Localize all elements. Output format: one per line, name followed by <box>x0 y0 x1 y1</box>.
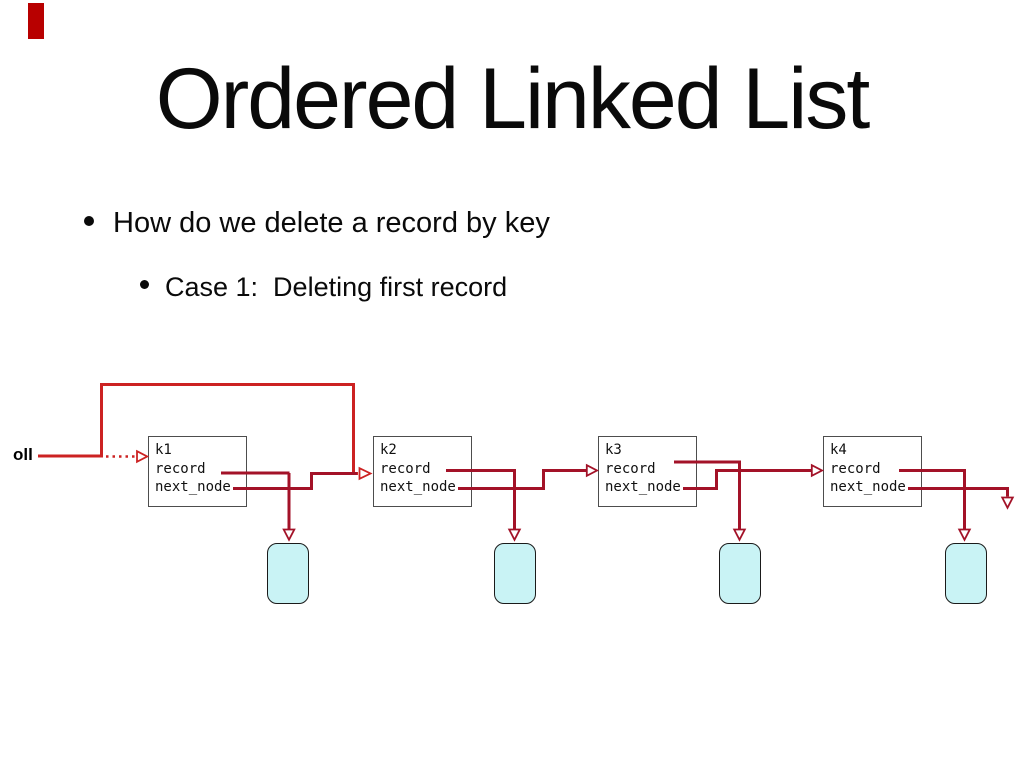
k3-next-pointer <box>683 469 811 490</box>
node-next-field: next_node <box>605 479 681 495</box>
record-data-blob-k2 <box>494 543 536 604</box>
node-next-field: next_node <box>155 479 231 495</box>
node-record-field: record <box>830 460 881 477</box>
node-record-field: record <box>155 460 206 477</box>
node-box-k1: k1 record next_node <box>148 436 247 507</box>
arrowhead-down-record-k1-icon <box>282 528 296 542</box>
node-key: k1 <box>155 442 172 458</box>
node-record-field: record <box>605 460 656 477</box>
record-data-blob-k4 <box>945 543 987 604</box>
arrowhead-down-record-k2-icon <box>507 528 522 542</box>
k1-next-pointer <box>233 472 357 490</box>
node-record-field: record <box>380 460 431 477</box>
node-key: k2 <box>380 442 397 458</box>
bullet-dot <box>84 216 94 226</box>
bullet-dot <box>140 280 149 289</box>
bypass-drop-line <box>352 383 358 475</box>
node-key: k4 <box>830 442 847 458</box>
node-box-k4: k4 record next_node <box>823 436 922 507</box>
record-data-blob-k1 <box>267 543 309 604</box>
corner-marker <box>28 3 44 39</box>
bullet-item-2: Case 1: Deleting first record <box>140 272 507 303</box>
node-key: k3 <box>605 442 622 458</box>
bullet-text: Case 1: Deleting first record <box>165 272 508 302</box>
arrowhead-into-k3-icon <box>585 463 599 478</box>
bullet-item-1: How do we delete a record by key <box>84 207 550 240</box>
node-next-field: next_node <box>380 479 456 495</box>
arrowhead-into-k2-icon <box>358 466 373 481</box>
arrowhead-down-record-k4-icon <box>957 528 972 542</box>
k2-next-pointer <box>458 469 586 490</box>
k4-next-pointer <box>908 487 1009 497</box>
arrowhead-into-k4-icon <box>810 463 824 478</box>
node-box-k3: k3 record next_node <box>598 436 697 507</box>
arrowhead-down-record-k3-icon <box>732 528 747 542</box>
record-data-blob-k3 <box>719 543 761 604</box>
node-next-field: next_node <box>830 479 906 495</box>
list-head-label: oll <box>13 445 33 464</box>
arrowhead-into-k1-icon <box>136 449 150 464</box>
bullet-text: How do we delete a record by key <box>113 207 550 239</box>
page-title: Ordered Linked List <box>155 51 871 147</box>
arrowhead-null-down-icon <box>1000 496 1015 510</box>
node-box-k2: k2 record next_node <box>373 436 472 507</box>
